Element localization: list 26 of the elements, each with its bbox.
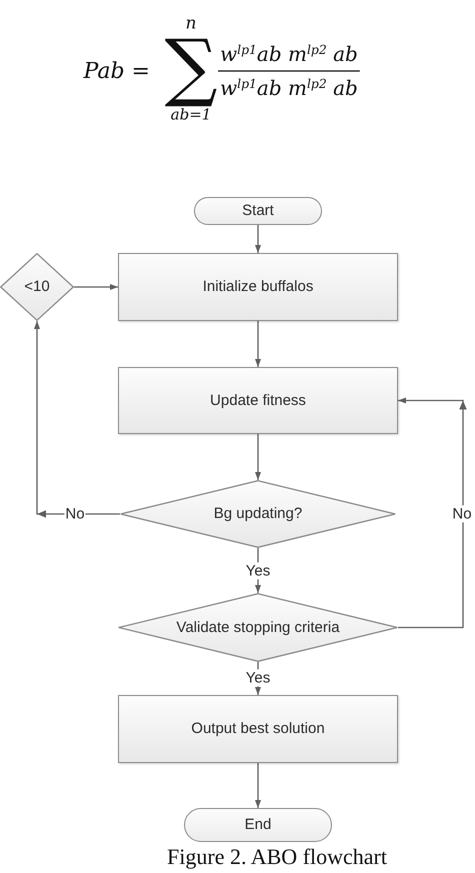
terminator-text: End <box>244 816 272 834</box>
decision-text: Bg updating? <box>214 505 302 523</box>
figure-caption: Figure 2. ABO flowchart <box>167 844 387 870</box>
process-box <box>118 367 398 434</box>
step-text: Initialize buffalos <box>202 278 314 296</box>
upper-limit: n <box>186 16 196 32</box>
process-box <box>118 695 398 763</box>
decision-diamond <box>0 253 74 321</box>
numerator: w$^{lp1}$ab m$^{lp2}$ ab <box>220 44 358 64</box>
denominator: w$^{lp1}$ab m$^{lp2}$ ab <box>220 78 358 98</box>
lower-limit: ab=1 <box>170 108 212 122</box>
decision-diamond <box>118 593 398 662</box>
process-box <box>118 253 398 321</box>
decision-text: <10 <box>24 278 50 296</box>
step-text: Output best solution <box>191 720 325 738</box>
edge-label: No <box>451 505 473 523</box>
edge-label: Yes <box>244 562 272 580</box>
terminator-shape <box>184 808 332 842</box>
summation-sign: ∑ <box>164 30 218 104</box>
terminator-shape <box>194 197 322 225</box>
terminator-text: Start <box>242 202 274 220</box>
decision-text: Validate stopping criteria <box>176 618 340 636</box>
formula-lhs: Pab = <box>84 61 150 83</box>
decision-diamond <box>120 480 396 548</box>
edge-label: Yes <box>244 669 272 687</box>
step-text: Update fitness <box>210 392 306 410</box>
